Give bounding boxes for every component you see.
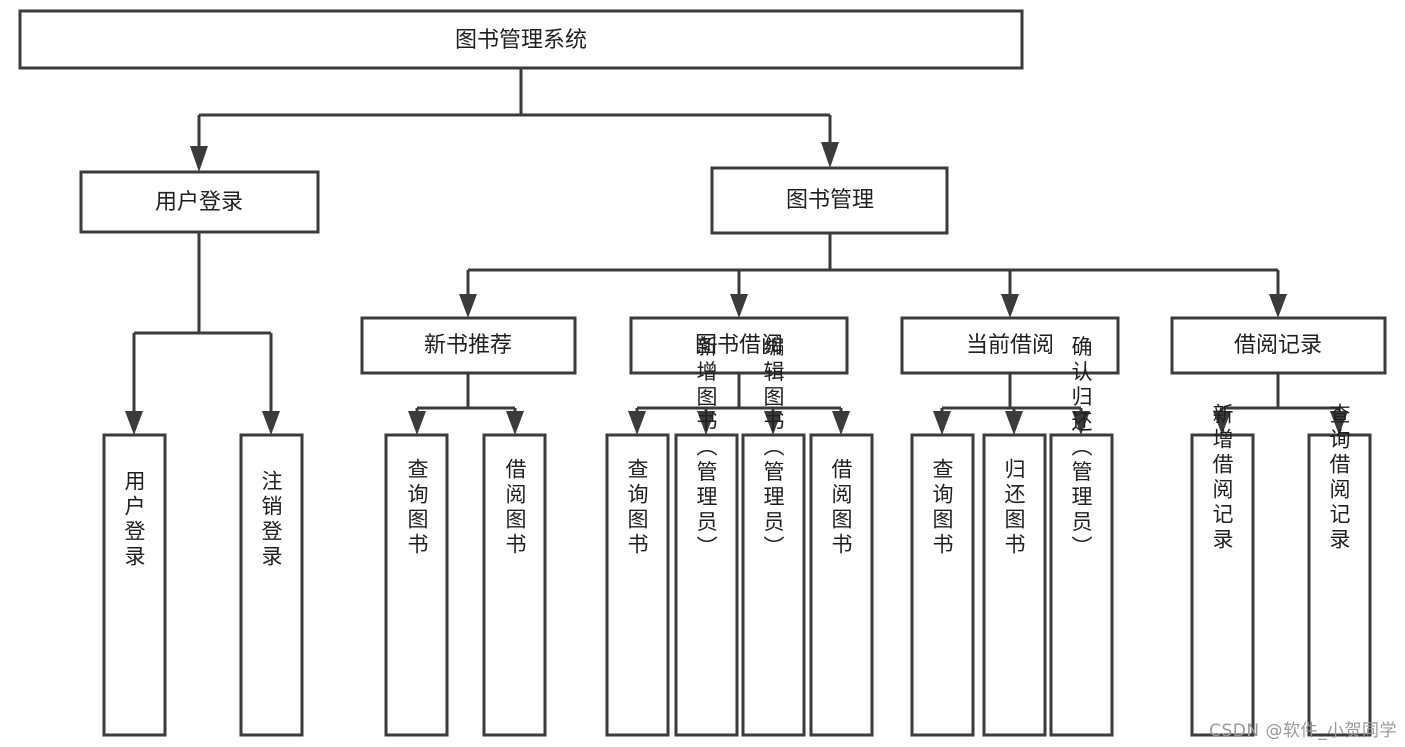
node-root-system-box[interactable] bbox=[18, 9, 1024, 70]
arrow-to-leaf-return-book bbox=[1005, 411, 1023, 435]
arrow-to-leaf-edit-book bbox=[764, 411, 782, 435]
leaf-user-logout-label: 注销登录 bbox=[259, 470, 283, 570]
node-borrow-record-box[interactable] bbox=[1170, 316, 1387, 375]
arrow-to-leaf-confirm-return bbox=[1072, 411, 1090, 435]
arrow-to-user-login bbox=[190, 146, 208, 172]
node-user-login[interactable]: 用户登录 bbox=[79, 170, 320, 234]
node-book-borrow-label: 图书借阅 bbox=[695, 333, 783, 358]
arrow-to-leaf-borrow-book-1 bbox=[506, 411, 524, 435]
arrow-to-leaf-add-record bbox=[1213, 411, 1231, 435]
arrow-to-leaf-user-login bbox=[125, 411, 143, 435]
arrow-to-leaf-query-book-2 bbox=[628, 411, 646, 435]
node-current-borrow-box[interactable] bbox=[900, 316, 1120, 375]
leaf-edit-book-admin-box[interactable] bbox=[741, 433, 806, 737]
arrow-to-leaf-user-logout bbox=[262, 411, 280, 435]
node-borrow-record-label: 借阅记录 bbox=[1234, 333, 1322, 358]
leaf-user-logout-box[interactable] bbox=[239, 433, 304, 737]
leaf-add-borrow-record-label: 新增借阅记录 bbox=[1210, 403, 1234, 553]
node-borrow-record[interactable]: 借阅记录 bbox=[1170, 316, 1387, 375]
arrow-to-newbook bbox=[459, 294, 477, 318]
leaf-query-book-current-box[interactable] bbox=[910, 433, 975, 737]
node-user-login-label: 用户登录 bbox=[155, 190, 243, 215]
leaf-return-book-box[interactable] bbox=[982, 433, 1047, 737]
node-current-borrow-label: 当前借阅 bbox=[966, 333, 1054, 358]
leaf-borrow-book-newbook-box[interactable] bbox=[482, 433, 547, 737]
leaf-edit-book-admin-label: 编辑图书（管理员） bbox=[761, 336, 785, 561]
leaf-borrow-book-newbook[interactable]: 借阅图书 bbox=[482, 433, 547, 737]
arrow-to-leaf-add-book bbox=[697, 411, 715, 435]
leaf-query-book-current[interactable]: 查询图书 bbox=[910, 433, 975, 737]
node-book-borrow-box[interactable] bbox=[629, 316, 849, 375]
leaf-borrow-book-newbook-label: 借阅图书 bbox=[503, 458, 527, 558]
connector-layer bbox=[125, 68, 1348, 435]
leaf-user-logout[interactable]: 注销登录 bbox=[239, 433, 304, 737]
leaf-add-book-admin-label: 新增图书（管理员） bbox=[694, 336, 718, 561]
node-new-book-recommend-box[interactable] bbox=[360, 316, 577, 375]
leaf-borrow-book-borrow-label: 借阅图书 bbox=[829, 458, 853, 558]
node-new-book-recommend-label: 新书推荐 bbox=[424, 333, 512, 358]
node-book-management-label: 图书管理 bbox=[786, 188, 874, 213]
leaf-query-book-borrow[interactable]: 查询图书 bbox=[605, 433, 670, 737]
node-root-system[interactable]: 图书管理系统 bbox=[18, 9, 1024, 70]
leaf-borrow-book-borrow-box[interactable] bbox=[809, 433, 874, 737]
leaf-query-book-borrow-box[interactable] bbox=[605, 433, 670, 737]
arrow-to-leaf-query-record bbox=[1330, 411, 1348, 435]
leaf-edit-book-admin[interactable]: 编辑图书（管理员） bbox=[741, 336, 806, 737]
node-new-book-recommend[interactable]: 新书推荐 bbox=[360, 316, 577, 375]
leaf-confirm-return-admin[interactable]: 确认归还（管理员） bbox=[1049, 336, 1114, 737]
node-book-management-box[interactable] bbox=[710, 166, 949, 235]
node-root-system-label: 图书管理系统 bbox=[455, 28, 587, 53]
leaf-user-login[interactable]: 用户登录 bbox=[102, 433, 167, 737]
node-user-login-box[interactable] bbox=[79, 170, 320, 234]
leaf-return-book[interactable]: 归还图书 bbox=[982, 433, 1047, 737]
leaf-add-book-admin[interactable]: 新增图书（管理员） bbox=[674, 336, 739, 737]
leaf-add-borrow-record-box[interactable] bbox=[1190, 433, 1255, 737]
leaf-add-book-admin-box[interactable] bbox=[674, 433, 739, 737]
leaf-query-book-newbook-label: 查询图书 bbox=[405, 458, 429, 558]
arrow-to-leaf-borrow-book-2 bbox=[832, 411, 850, 435]
leaf-query-book-borrow-label: 查询图书 bbox=[625, 458, 649, 558]
arrow-to-record bbox=[1269, 294, 1287, 318]
arrow-to-leaf-query-book-3 bbox=[933, 411, 951, 435]
leaf-user-login-box[interactable] bbox=[102, 433, 167, 737]
node-book-management[interactable]: 图书管理 bbox=[710, 166, 949, 235]
leaf-query-borrow-record-label: 查询借阅记录 bbox=[1327, 403, 1351, 553]
leaf-user-login-label: 用户登录 bbox=[122, 470, 146, 570]
leaf-query-borrow-record[interactable]: 查询借阅记录 bbox=[1307, 403, 1372, 737]
arrow-to-leaf-query-book-1 bbox=[408, 411, 426, 435]
leaf-query-borrow-record-box[interactable] bbox=[1307, 433, 1372, 737]
leaf-return-book-label: 归还图书 bbox=[1002, 458, 1026, 558]
arrow-to-current bbox=[1001, 294, 1019, 318]
leaf-borrow-book-borrow[interactable]: 借阅图书 bbox=[809, 433, 874, 737]
node-current-borrow[interactable]: 当前借阅 bbox=[900, 316, 1120, 375]
arrow-to-book-mgmt bbox=[821, 142, 839, 168]
leaf-query-book-current-label: 查询图书 bbox=[930, 458, 954, 558]
node-book-borrow[interactable]: 图书借阅 bbox=[629, 316, 849, 375]
leaf-query-book-newbook[interactable]: 查询图书 bbox=[384, 433, 449, 737]
leaf-confirm-return-admin-box[interactable] bbox=[1049, 433, 1114, 737]
leaf-confirm-return-admin-label: 确认归还（管理员） bbox=[1069, 336, 1093, 561]
arrow-to-borrow bbox=[730, 294, 748, 318]
leaf-add-borrow-record[interactable]: 新增借阅记录 bbox=[1190, 403, 1255, 737]
leaf-query-book-newbook-box[interactable] bbox=[384, 433, 449, 737]
